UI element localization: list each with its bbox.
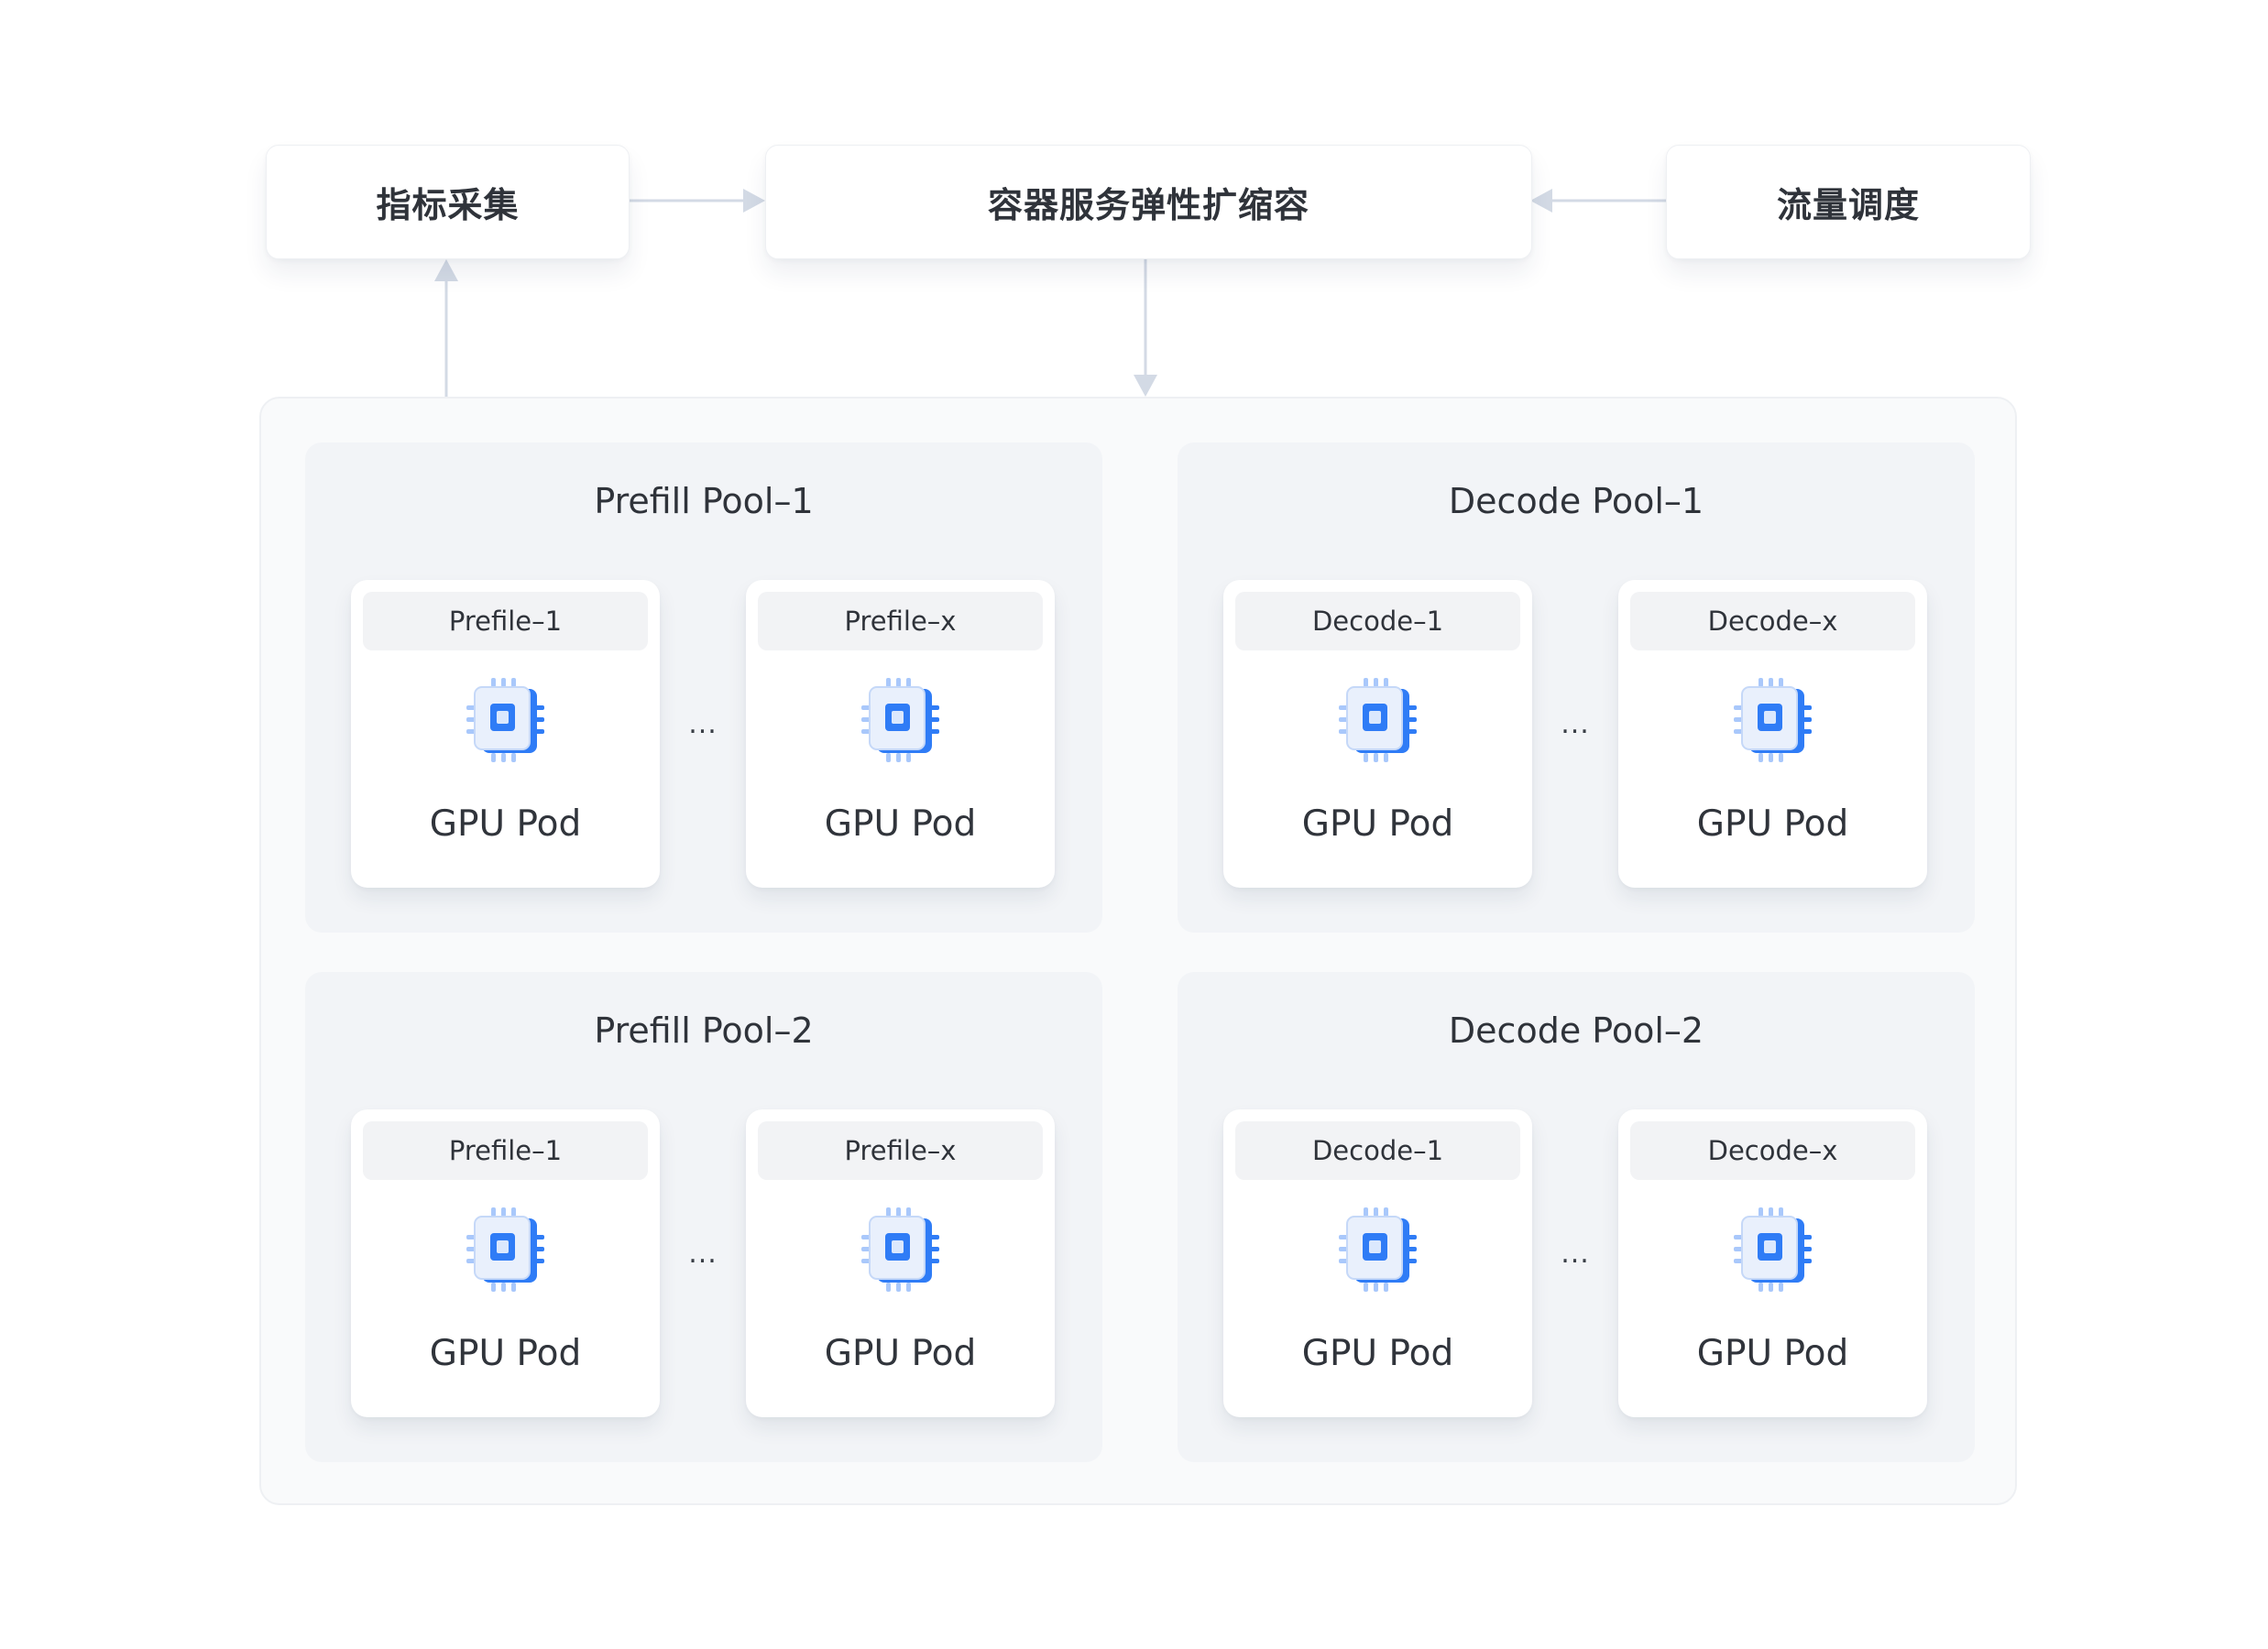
decode-pool-2: Decode Pool–2 Decode–1 GPU Pod ... Decod… xyxy=(1178,972,1975,1462)
prefill-pool-1: Prefill Pool–1 Prefile–1 GPU Pod ... Pre… xyxy=(305,442,1102,933)
ellipsis: ... xyxy=(688,708,718,740)
gpu-chip-icon xyxy=(859,1206,943,1294)
gpu-pod-card: Prefile–x GPU Pod xyxy=(746,1109,1055,1417)
pod-name: Prefile–1 xyxy=(363,592,648,650)
pod-label: GPU Pod xyxy=(1696,1333,1849,1374)
cluster-container: Prefill Pool–1 Prefile–1 GPU Pod ... Pre… xyxy=(259,397,2017,1505)
pool-title: Decode Pool–1 xyxy=(1448,481,1704,521)
gpu-chip-icon xyxy=(464,1206,548,1294)
pool-title: Prefill Pool–1 xyxy=(594,481,814,521)
gpu-pod-card: Decode–x GPU Pod xyxy=(1618,580,1927,888)
gpu-pod-card: Decode–1 GPU Pod xyxy=(1223,1109,1532,1417)
gpu-chip-icon xyxy=(1336,1206,1420,1294)
ellipsis: ... xyxy=(1561,1238,1590,1270)
pod-name: Decode–x xyxy=(1630,1121,1915,1180)
pod-name: Decode–x xyxy=(1630,592,1915,650)
ellipsis: ... xyxy=(1561,708,1590,740)
gpu-pod-card: Prefile–1 GPU Pod xyxy=(351,1109,660,1417)
pod-label: GPU Pod xyxy=(429,1333,582,1374)
pod-name: Prefile–x xyxy=(758,592,1043,650)
gpu-chip-icon xyxy=(859,676,943,764)
traffic-scheduling-label: 流量调度 xyxy=(1776,185,1920,225)
autoscaling-box: 容器服务弹性扩缩容 xyxy=(765,145,1532,259)
pod-label: GPU Pod xyxy=(824,803,977,845)
ellipsis: ... xyxy=(688,1238,718,1270)
traffic-scheduling-box: 流量调度 xyxy=(1666,145,2031,259)
prefill-pool-2: Prefill Pool–2 Prefile–1 GPU Pod ... Pre… xyxy=(305,972,1102,1462)
pod-label: GPU Pod xyxy=(824,1333,977,1374)
pod-label: GPU Pod xyxy=(1301,803,1454,845)
pod-label: GPU Pod xyxy=(1696,803,1849,845)
decode-pool-1: Decode Pool–1 Decode–1 GPU Pod ... Decod… xyxy=(1178,442,1975,933)
pod-label: GPU Pod xyxy=(429,803,582,845)
metrics-collection-box: 指标采集 xyxy=(266,145,630,259)
gpu-pod-card: Prefile–1 GPU Pod xyxy=(351,580,660,888)
pool-title: Prefill Pool–2 xyxy=(594,1010,814,1051)
pool-title: Decode Pool–2 xyxy=(1448,1010,1704,1051)
pod-label: GPU Pod xyxy=(1301,1333,1454,1374)
gpu-chip-icon xyxy=(1731,676,1815,764)
gpu-pod-card: Prefile–x GPU Pod xyxy=(746,580,1055,888)
gpu-pod-card: Decode–x GPU Pod xyxy=(1618,1109,1927,1417)
gpu-chip-icon xyxy=(464,676,548,764)
metrics-collection-label: 指标采集 xyxy=(376,185,520,225)
pod-name: Decode–1 xyxy=(1235,592,1520,650)
pod-name: Prefile–1 xyxy=(363,1121,648,1180)
gpu-chip-icon xyxy=(1731,1206,1815,1294)
pod-name: Decode–1 xyxy=(1235,1121,1520,1180)
gpu-pod-card: Decode–1 GPU Pod xyxy=(1223,580,1532,888)
autoscaling-label: 容器服务弹性扩缩容 xyxy=(987,185,1309,225)
pod-name: Prefile–x xyxy=(758,1121,1043,1180)
gpu-chip-icon xyxy=(1336,676,1420,764)
